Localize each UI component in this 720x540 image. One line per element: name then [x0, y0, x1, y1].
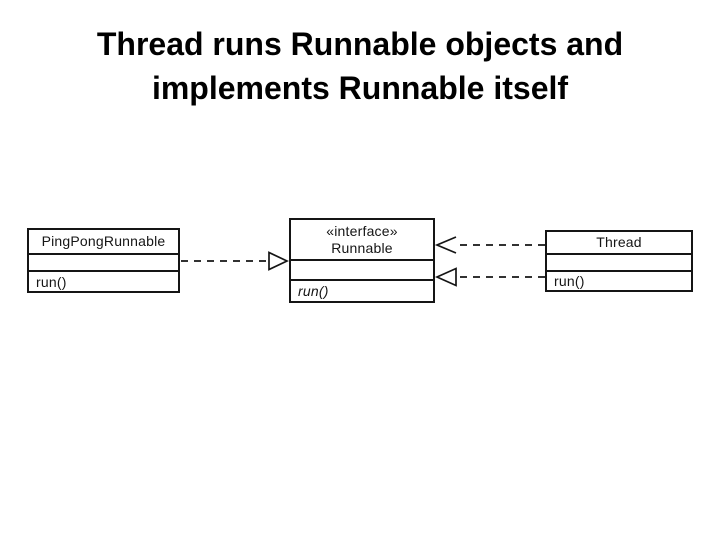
- method-label: run(): [554, 273, 585, 289]
- title-line-2: implements Runnable itself: [151, 70, 569, 106]
- attributes-compartment: [547, 253, 691, 270]
- class-name: PingPongRunnable: [41, 233, 166, 249]
- attributes-compartment: [291, 259, 433, 279]
- stereotype-label: «interface»: [326, 222, 398, 239]
- methods-compartment: run(): [291, 279, 433, 301]
- slide-title: Thread runs Runnable objects and impleme…: [0, 22, 720, 110]
- realization-arrow-pingpongrunnable-to-runnable: [181, 251, 289, 271]
- class-name: Runnable: [331, 239, 393, 256]
- realization-arrow-thread-to-runnable: [434, 267, 545, 287]
- method-label: run(): [298, 283, 329, 299]
- attributes-compartment: [29, 253, 178, 270]
- methods-compartment: run(): [547, 270, 691, 290]
- title-line-1: Thread runs Runnable objects and: [96, 26, 624, 62]
- class-name-compartment: Thread: [547, 232, 691, 253]
- class-name: Thread: [596, 234, 642, 250]
- class-name-compartment: PingPongRunnable: [29, 230, 178, 253]
- method-label: run(): [36, 273, 67, 290]
- class-name-compartment: «interface» Runnable: [291, 220, 433, 259]
- class-box-pingpongrunnable: PingPongRunnable run(): [27, 228, 180, 293]
- dependency-arrow-thread-to-runnable: [434, 236, 545, 254]
- class-box-runnable-interface: «interface» Runnable run(): [289, 218, 435, 303]
- class-box-thread: Thread run(): [545, 230, 693, 292]
- methods-compartment: run(): [29, 270, 178, 291]
